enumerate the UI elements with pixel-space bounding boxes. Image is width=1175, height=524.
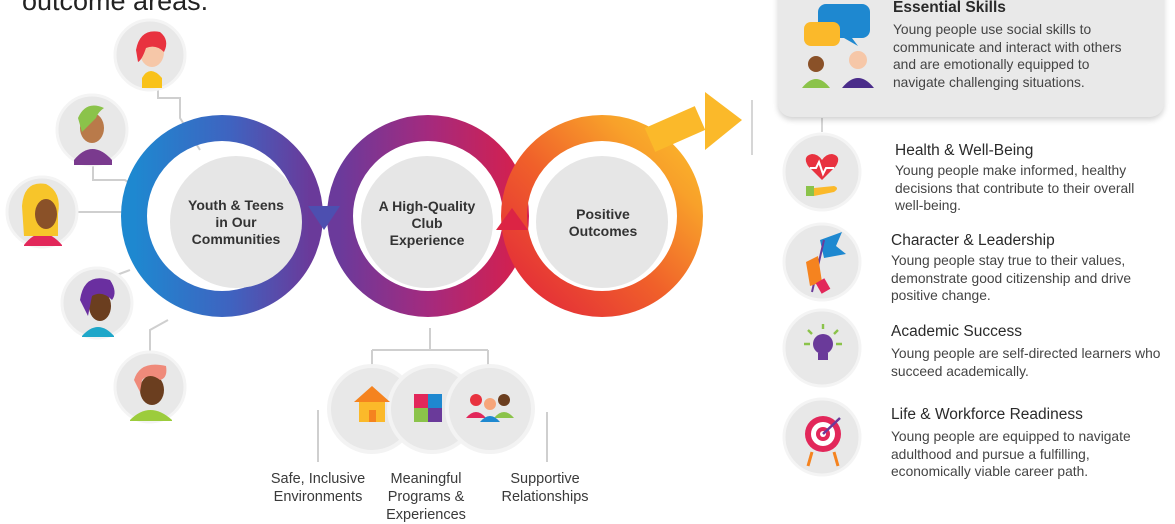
pillar-supportive-relationships: Supportive Relationships [501, 471, 589, 505]
headline-fragment: outcome areas. [22, 0, 209, 16]
essential-skills-desc: Young people use social skills to commun… [893, 22, 1122, 90]
face-4-icon [80, 278, 115, 337]
flag-hand-icon [806, 232, 846, 294]
life-workforce-title: Life & Workforce Readiness [891, 406, 1083, 423]
people-group-icon [466, 394, 514, 422]
face-1-icon [136, 31, 167, 88]
heart-hand-icon [805, 154, 839, 196]
speech-bubbles-icon [802, 4, 874, 88]
life-workforce-desc: Young people are equipped to navigate ad… [891, 429, 1131, 479]
pillar-safe-inclusive: Safe, Inclusive Environments [270, 471, 366, 505]
lightbulb-icon [804, 324, 842, 360]
puzzle-icon [414, 394, 442, 422]
positive-outcomes-label: Positive Outcomes [568, 206, 638, 239]
youth-label: Youth & Teens in Our Communities [188, 196, 284, 247]
pillar-icons [354, 386, 514, 422]
club-experience-label: A High-Quality Club Experience [378, 197, 476, 248]
face-3-icon [22, 183, 62, 246]
house-icon [354, 386, 390, 422]
pillar-meaningful-programs: Meaningful Programs & Experiences [386, 471, 466, 523]
target-icon [805, 416, 841, 467]
face-2-icon [74, 105, 112, 165]
essential-skills-title: Essential Skills [893, 0, 1006, 16]
academic-desc: Young people are self-directed learners … [891, 346, 1161, 379]
character-title: Character & Leadership [891, 232, 1055, 249]
outcome-connectors [751, 100, 823, 155]
face-5-icon [130, 364, 172, 421]
outcome-icons [804, 154, 846, 467]
pillar-connectors [317, 328, 548, 462]
academic-title: Academic Success [891, 323, 1022, 340]
health-desc: Young people make informed, healthy deci… [895, 163, 1135, 213]
youth-faces [22, 31, 172, 421]
character-desc: Young people stay true to their values, … [891, 253, 1132, 303]
health-title: Health & Well-Being [895, 142, 1034, 159]
